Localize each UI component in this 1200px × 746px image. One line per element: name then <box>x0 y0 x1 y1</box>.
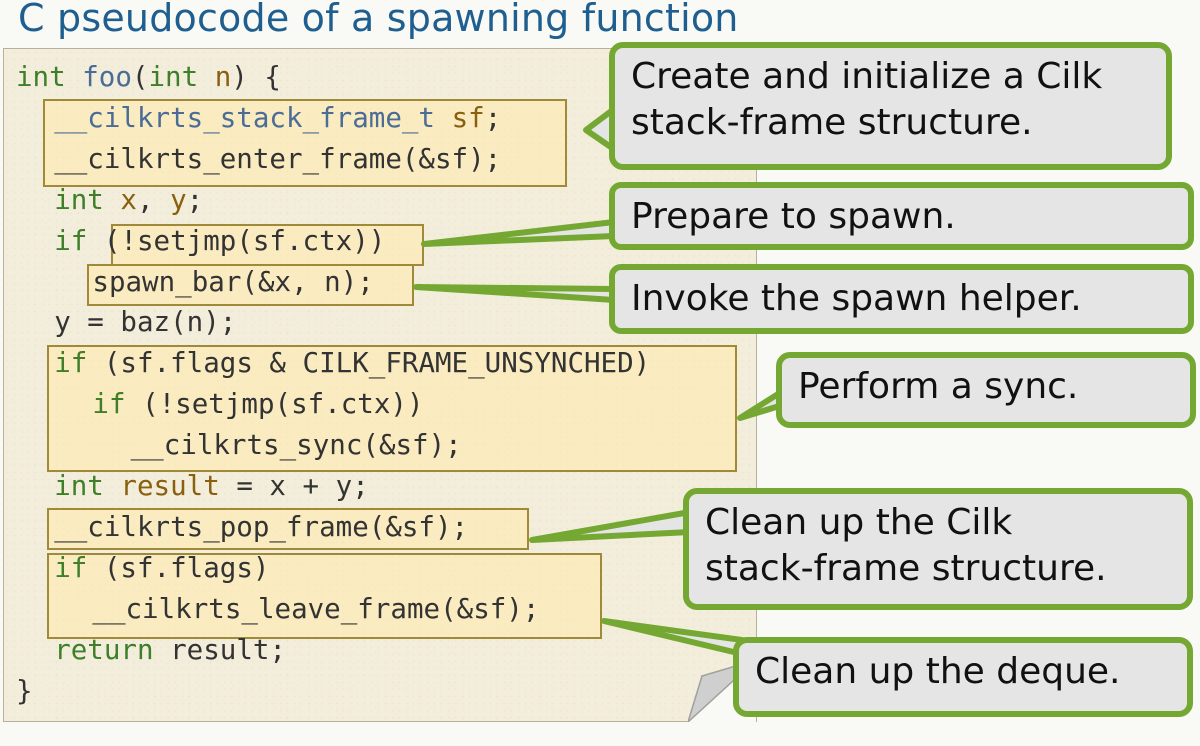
code-token: if <box>54 551 88 584</box>
code-token: result; <box>153 633 286 666</box>
code-token: __cilkrts_pop_frame(&sf); <box>54 510 469 543</box>
code-token: int <box>54 470 104 502</box>
callout-line: Clean up the Cilk <box>705 502 1013 543</box>
callout-line: Perform a sync. <box>798 366 1079 407</box>
code-token: spawn_bar(&x, n); <box>92 265 374 298</box>
code-token: (sf.flags & CILK_FRAME_UNSYNCHED) <box>87 347 651 380</box>
slide-title: C pseudocode of a spawning function <box>18 0 739 40</box>
callout-line: Create and initialize a Cilk <box>631 56 1103 97</box>
code-token: if <box>54 347 88 380</box>
code-token: if <box>54 224 88 257</box>
code-token: ; <box>484 101 502 134</box>
code-line: __cilkrts_pop_frame(&sf); <box>54 507 468 547</box>
code-token: __cilkrts_sync(&sf); <box>130 429 462 462</box>
callout-perform-sync: Perform a sync. <box>776 352 1196 428</box>
code-token: ) { <box>231 61 281 93</box>
code-line: __cilkrts_stack_frame_t sf; <box>54 98 501 138</box>
code-token: x <box>120 183 137 216</box>
code-token: ; <box>186 183 204 216</box>
highlight-leave-frame <box>47 553 602 639</box>
code-token: __cilkrts_stack_frame_t <box>54 101 435 134</box>
code-line: __cilkrts_leave_frame(&sf); <box>92 589 539 629</box>
code-token: int <box>54 183 104 216</box>
code-token: if <box>92 388 126 421</box>
highlight-sync-block <box>47 345 737 472</box>
code-line: int result = x + y; <box>54 466 369 506</box>
code-token: return <box>54 633 154 666</box>
code-line: return result; <box>54 630 286 670</box>
code-token: = x + y; <box>219 470 369 502</box>
code-line: if (!setjmp(sf.ctx)) <box>92 384 423 424</box>
callout-stack-frame-create: Create and initialize a Cilk stack-frame… <box>609 42 1172 170</box>
callout-invoke-helper: Invoke the spawn helper. <box>609 264 1194 334</box>
callout-line: stack-frame structure. <box>705 548 1107 589</box>
code-token: int <box>148 61 199 93</box>
code-line: if (sf.flags & CILK_FRAME_UNSYNCHED) <box>54 343 650 383</box>
code-token: y = baz(n); <box>54 306 237 339</box>
code-line: spawn_bar(&x, n); <box>92 262 373 302</box>
callout-line: stack-frame structure. <box>631 102 1033 143</box>
code-line: if (!setjmp(sf.ctx)) <box>54 221 385 261</box>
code-token: (!setjmp(sf.ctx)) <box>87 224 386 257</box>
highlight-stack-frame-decl <box>43 99 567 187</box>
code-token: (!setjmp(sf.ctx)) <box>125 388 424 421</box>
code-token: result <box>120 470 220 502</box>
code-token: int <box>16 61 66 93</box>
code-line: int foo(int n) { <box>16 57 281 97</box>
code-token: foo <box>82 61 132 93</box>
code-line: } <box>16 671 33 711</box>
code-token: } <box>16 674 33 707</box>
callout-stack-frame-cleanup: Clean up the Cilk stack-frame structure. <box>683 488 1193 610</box>
code-line: __cilkrts_enter_frame(&sf); <box>54 139 501 179</box>
callout-deque-cleanup: Clean up the deque. <box>733 637 1193 717</box>
connector-stack-frame-cleanup <box>529 509 693 543</box>
callout-line: Clean up the deque. <box>755 651 1121 692</box>
code-line: if (sf.flags) <box>54 548 269 588</box>
code-token: __cilkrts_leave_frame(&sf); <box>92 592 540 625</box>
connector-deque-cleanup <box>601 618 745 657</box>
code-token: __cilkrts_enter_frame(&sf); <box>54 142 502 175</box>
code-line: y = baz(n); <box>54 302 236 342</box>
callout-prepare-spawn: Prepare to spawn. <box>609 182 1194 250</box>
code-token: y <box>170 183 187 216</box>
callout-line: Invoke the spawn helper. <box>631 278 1082 319</box>
code-token: , <box>136 183 171 216</box>
code-token: n <box>214 61 232 93</box>
highlight-spawn-bar <box>87 264 414 306</box>
code-token: (sf.flags) <box>87 551 270 584</box>
code-line: int x, y; <box>54 180 203 220</box>
connector-prepare-spawn <box>421 219 617 247</box>
code-token: sf <box>451 101 485 134</box>
code-token: ( <box>131 61 149 93</box>
highlight-pop-frame <box>47 508 529 550</box>
callout-line: Prepare to spawn. <box>631 196 956 237</box>
connector-invoke-helper <box>413 284 617 303</box>
code-line: __cilkrts_sync(&sf); <box>131 425 462 465</box>
